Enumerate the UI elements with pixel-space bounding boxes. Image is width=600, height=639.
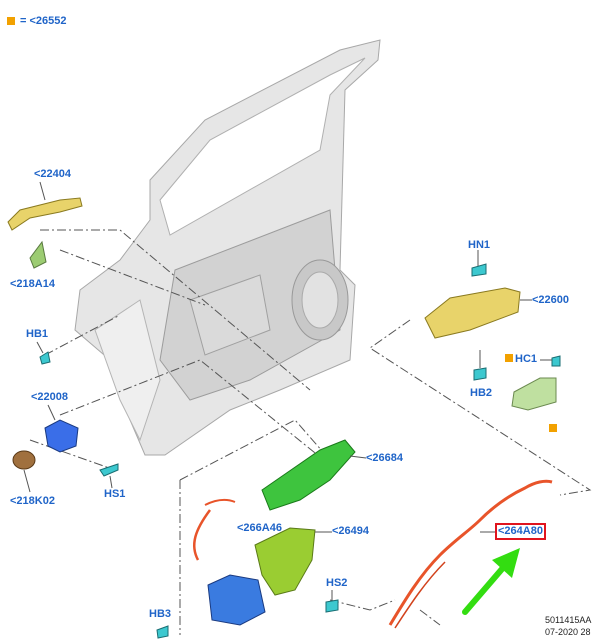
- hb3-clip[interactable]: [156, 625, 169, 639]
- callout-hc1[interactable]: HC1: [515, 353, 538, 365]
- pointer-arrow: [462, 548, 520, 615]
- callout-22404[interactable]: <22404: [34, 168, 72, 180]
- latch-bracket-part[interactable]: [254, 527, 316, 596]
- pad-part[interactable]: [12, 450, 36, 470]
- striker-part[interactable]: [44, 419, 79, 453]
- hc1-clip[interactable]: [551, 355, 561, 367]
- green-module-part[interactable]: [261, 439, 356, 511]
- legend-symbol: [7, 17, 15, 25]
- inner-handle-part[interactable]: [424, 287, 521, 339]
- callout-26494[interactable]: <26494: [332, 525, 370, 537]
- rear-door-panel: [74, 39, 381, 456]
- bezel-part[interactable]: [29, 240, 47, 269]
- callout-218K02[interactable]: <218K02: [10, 495, 55, 507]
- hb1-clip[interactable]: [39, 351, 51, 365]
- hs2-screw[interactable]: [325, 599, 339, 613]
- hs1-screw[interactable]: [99, 463, 119, 477]
- callout-hs2[interactable]: HS2: [326, 577, 348, 589]
- drawing-id: 5011415AA: [545, 615, 592, 625]
- callout-264A80-selected[interactable]: <264A80: [495, 523, 546, 540]
- bracket-legend-symbol: [549, 424, 557, 432]
- hc1-legend-symbol: [505, 354, 513, 362]
- hb2-clip[interactable]: [473, 367, 487, 381]
- hn1-nut[interactable]: [471, 263, 487, 277]
- rod-cable-part[interactable]: [193, 509, 212, 561]
- callout-hb3[interactable]: HB3: [149, 608, 172, 620]
- drawing-date: 07-2020 28: [545, 627, 591, 637]
- callout-218A14[interactable]: <218A14: [10, 278, 55, 290]
- outer-handle-part[interactable]: [7, 197, 83, 231]
- callout-hb1[interactable]: HB1: [26, 328, 49, 340]
- leader-lines: [29, 229, 592, 635]
- callout-22008[interactable]: <22008: [31, 391, 69, 403]
- callout-hb2[interactable]: HB2: [470, 387, 493, 399]
- lock-module-part[interactable]: [207, 574, 266, 626]
- callout-22600[interactable]: <22600: [532, 294, 570, 306]
- callout-hs1[interactable]: HS1: [104, 488, 126, 500]
- legend-text: = <26552: [20, 15, 67, 27]
- callout-266A46[interactable]: <266A46: [237, 522, 282, 534]
- callout-26684[interactable]: <26684: [366, 452, 404, 464]
- callout-hn1[interactable]: HN1: [468, 239, 491, 251]
- hc1-bracket[interactable]: [511, 377, 557, 411]
- latch-cable-part[interactable]: [388, 479, 553, 626]
